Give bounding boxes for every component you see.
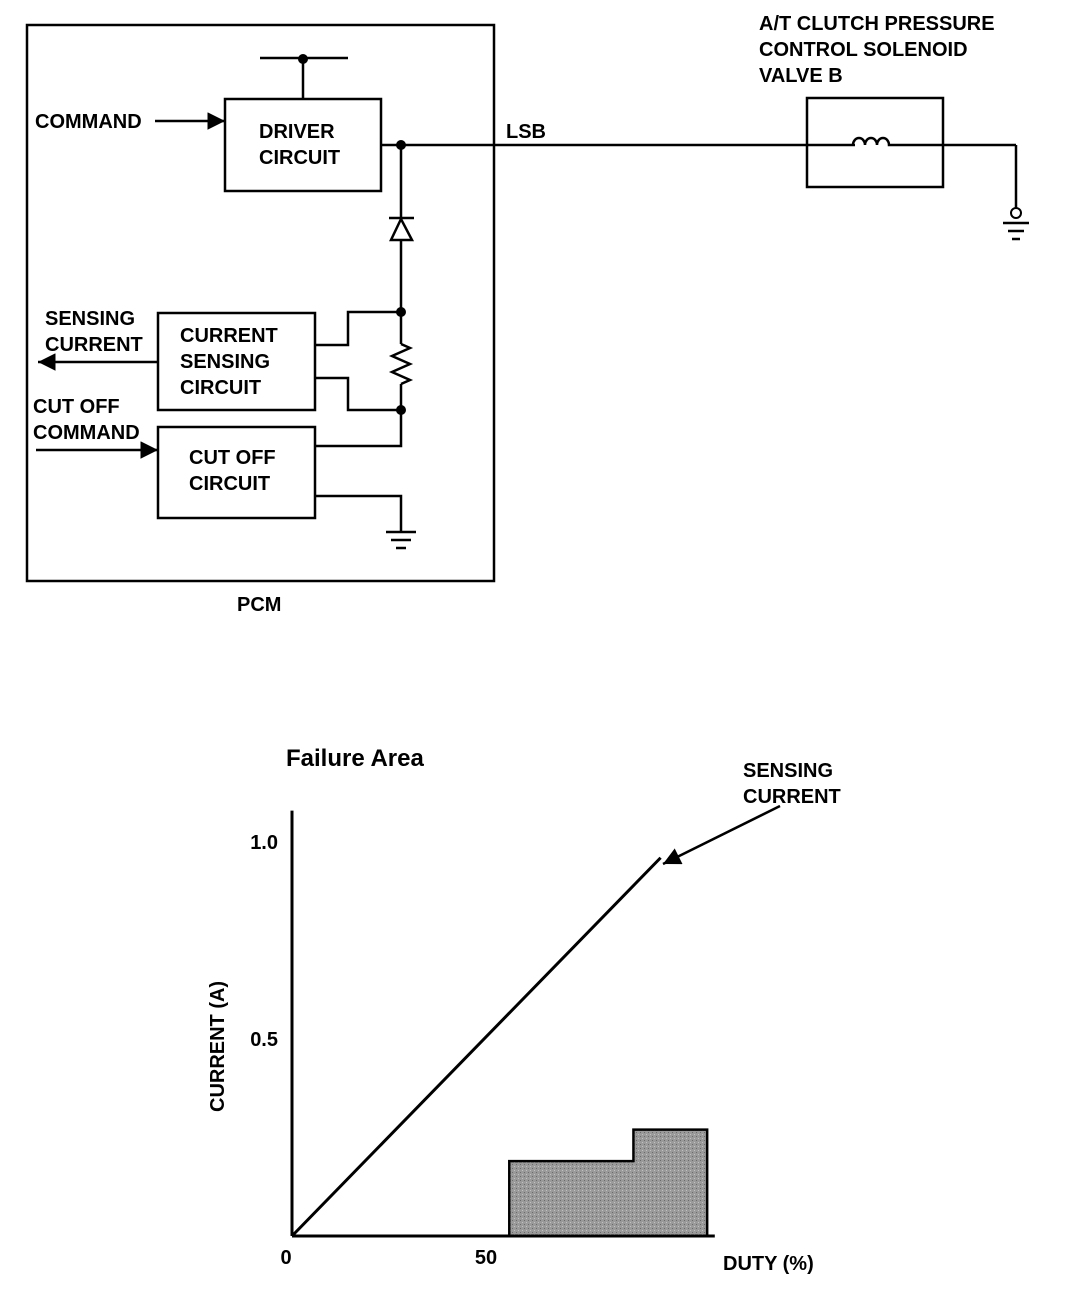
cut-off-circuit-label: CUT OFF CIRCUIT — [189, 447, 281, 495]
cut-off-circuit-box — [156, 425, 317, 520]
pcm-enclosure — [25, 23, 496, 583]
current-sensing-circuit-box — [156, 311, 317, 412]
circuit-diagram: COMMAND DRIVER CIRCUIT LSB A/T CLUTCH PR… — [25, 13, 1029, 616]
annotation-arrow — [662, 804, 781, 866]
cutoff-feed-wire — [315, 410, 403, 448]
failure-area-outline — [508, 1128, 709, 1236]
sensing-current-label: SENSING CURRENT — [45, 308, 143, 356]
failure-area-block-1 — [509, 1161, 634, 1236]
x-tick-label-0: 0 — [280, 1247, 291, 1269]
y-tick-label-1.0: 1.0 — [250, 832, 278, 854]
command-label: COMMAND — [35, 111, 142, 133]
chart-title: Failure Area — [286, 745, 424, 772]
driver-circuit-box — [223, 97, 383, 193]
resistor-icon — [388, 342, 414, 386]
current-sensing-circuit-label: CURRENT SENSING CIRCUIT — [180, 325, 283, 399]
pcm-ground-icon — [386, 530, 416, 550]
y-axis-label: CURRENT (A) — [207, 981, 229, 1112]
solenoid-ground-icon — [1003, 207, 1029, 241]
y-tick-label-0.5: 0.5 — [250, 1029, 278, 1051]
pcm-label: PCM — [237, 594, 281, 616]
sensing-current-annotation: SENSING CURRENT — [743, 760, 841, 808]
sense-tap-bottom — [315, 376, 401, 412]
sense-tap-top — [315, 310, 401, 347]
driver-circuit-label: DRIVER CIRCUIT — [259, 121, 340, 169]
cutoff-ground-wire — [315, 494, 403, 532]
x-tick-label-50: 50 — [475, 1247, 497, 1269]
solenoid-coil-icon — [851, 136, 895, 147]
series-line-1 — [290, 856, 662, 1238]
solenoid-label: A/T CLUTCH PRESSURE CONTROL SOLENOID VAL… — [759, 13, 1000, 87]
solenoid-box — [805, 96, 945, 189]
cut-off-command-label: CUT OFF COMMAND — [33, 396, 140, 444]
x-axis-label: DUTY (%) — [723, 1253, 814, 1275]
diode-icon — [389, 216, 415, 242]
failure-area-block-2 — [633, 1129, 708, 1236]
lsb-label: LSB — [506, 121, 546, 143]
failure-area-chart: Failure Area CURRENT (A) DUTY (%) 0 50 0.5… — [207, 745, 841, 1275]
